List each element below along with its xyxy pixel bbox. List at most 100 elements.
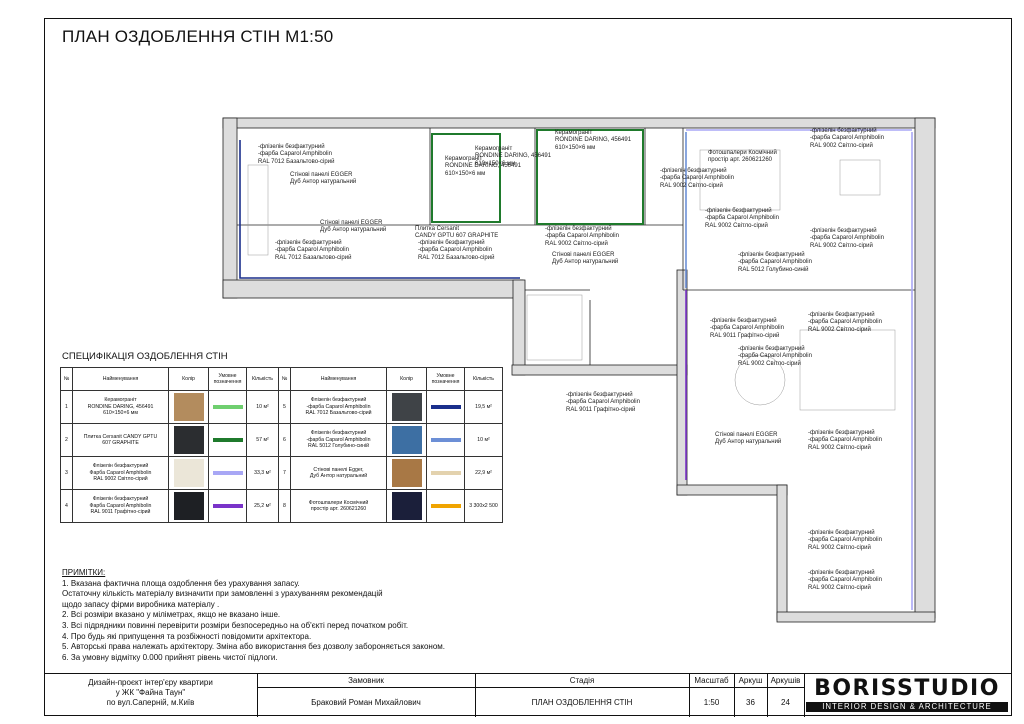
studio-logo: BORISSTUDIO INTERIOR DESIGN & ARCHITECTU…: [804, 676, 1010, 715]
plan-label: -флізелін безфактурний-фарба Caparol Amp…: [738, 346, 812, 368]
plan-label: -флізелін безфактурний-фарба Caparol Amp…: [808, 530, 882, 552]
plan-label-line: -флізелін безфактурний: [808, 570, 875, 576]
plan-label-line: Стінові панелі EGGER: [320, 220, 383, 226]
spec-name: Плитка Cersanit CANDY GPTU 607 GRAPHITE: [72, 423, 169, 457]
spec-color: [168, 456, 209, 490]
plan-label-line: Стінові панелі EGGER: [552, 252, 615, 258]
plan-label-line: RAL 7012 Базальтово-сірий: [258, 158, 335, 165]
color-swatch: [173, 492, 204, 520]
header-name: Найменування: [290, 367, 387, 391]
stage-label: Стадія: [569, 676, 595, 685]
plan-label-line: -флізелін безфактурний: [545, 226, 612, 232]
plan-label-line: -фарба Caparol Amphibolin: [738, 353, 812, 360]
plan-label: -флізелін безфактурний-фарба Caparol Amp…: [545, 226, 619, 248]
project-name: Дизайн-проєкт інтер'єру квартири у ЖК "Ф…: [88, 678, 213, 707]
plan-label-line: RAL 9002 Світло-сірий: [808, 584, 871, 591]
legend-line: [430, 504, 461, 508]
plan-label-line: -флізелін безфактурний: [808, 430, 875, 436]
customer-label: Замовник: [348, 676, 384, 685]
color-swatch: [173, 426, 204, 454]
plan-label-line: 610×150×6 мм: [475, 160, 516, 167]
plan-label-line: -флізелін безфактурний: [738, 252, 805, 258]
plan-label-line: Стінові панелі EGGER: [715, 432, 778, 438]
notes-heading: ПРИМІТКИ:: [62, 568, 106, 577]
spec-name: Флізелін безфактурний Фарба Caparol Amph…: [72, 489, 169, 523]
header-no: №: [60, 367, 73, 391]
plan-label-line: CANDY GPTU 607 GRAPHITE: [415, 233, 499, 240]
spec-no: 1: [60, 390, 73, 424]
spec-legend: [208, 390, 247, 424]
plan-label-line: RAL 5012 Голубино-синій: [738, 266, 809, 273]
color-swatch: [173, 393, 204, 421]
spec-no: 7: [278, 456, 291, 490]
plan-label-line: -флізелін безфактурний: [660, 168, 727, 174]
plan-label-line: RAL 9002 Світло-сірий: [808, 444, 871, 451]
legend-line: [430, 438, 461, 442]
plan-label: -флізелін безфактурний-фарба Caparol Amp…: [566, 392, 640, 414]
plan-label-line: 610×150×6 мм: [555, 144, 596, 151]
plan-label-line: RAL 9002 Світло-сірий: [545, 240, 608, 247]
plan-label-line: RONDINE DARING, 456491: [445, 163, 522, 170]
spec-legend: [208, 423, 247, 457]
plan-label-line: Фотошпалери Космічний: [708, 150, 777, 156]
note-line: Остаточну кількість матеріалу визначити …: [62, 589, 383, 599]
plan-label: -флізелін безфактурний-фарба Caparol Amp…: [738, 252, 812, 274]
plan-label-line: Керамограніт: [445, 156, 483, 162]
spec-row: 2 Плитка Cersanit CANDY GPTU 607 GRAPHIT…: [60, 423, 503, 457]
title-block: Дизайн-проєкт інтер'єру квартири у ЖК "Ф…: [44, 673, 1012, 717]
stage-value: ПЛАН ОЗДОБЛЕННЯ СТІН: [531, 698, 633, 707]
plan-label-line: -флізелін безфактурний: [810, 228, 877, 234]
spec-row: 4 Флізелін безфактурний Фарба Caparol Am…: [60, 489, 503, 523]
color-swatch: [391, 426, 422, 454]
plan-label-line: -флізелін безфактурний: [808, 312, 875, 318]
plan-label-line: Дуб Антор натуральний: [320, 227, 387, 234]
spec-no: 2: [60, 423, 73, 457]
plan-label-line: RAL 7012 Базальтово-сірий: [275, 254, 352, 261]
legend-line: [212, 405, 243, 409]
header-name: Найменування: [72, 367, 169, 391]
spec-no: 3: [60, 456, 73, 490]
plan-label-line: Дуб Антор натуральний: [715, 439, 782, 446]
note-line: 1. Вказана фактична площа оздоблення без…: [62, 578, 300, 588]
sheet-value: 36: [746, 698, 755, 707]
south-wall-left: [222, 279, 524, 299]
header-color: Колір: [168, 367, 209, 391]
legend-line: [212, 471, 243, 475]
spec-legend: [426, 456, 465, 490]
header-no: №: [278, 367, 291, 391]
plan-label-line: RAL 7012 Базальтово-сірий: [418, 254, 495, 261]
legend-line: [212, 438, 243, 442]
spec-no: 6: [278, 423, 291, 457]
plan-label-line: RAL 9002 Світло-сірий: [808, 544, 871, 551]
note-line: 6. За умовну відмітку 0.000 прийнят ріве…: [62, 652, 278, 662]
plan-label-line: -флізелін безфактурний: [418, 240, 485, 246]
wall-segment: [512, 279, 526, 376]
plan-label: -флізелін безфактурний-фарба Caparol Amp…: [810, 228, 884, 250]
plan-label: -флізелін безфактурний-фарба Caparol Amp…: [808, 570, 882, 592]
legend-line: [212, 504, 243, 508]
west-wall: [222, 117, 238, 299]
spec-qty: 25,2 м²: [246, 489, 279, 523]
spec-legend: [426, 390, 465, 424]
plan-label-line: RAL 9011 Графітно-сірий: [710, 332, 780, 339]
note-line: 5. Авторські права належать архітектору.…: [62, 642, 445, 652]
note-line: 3. Всі підрядники повинні перевірити роз…: [62, 620, 409, 630]
sheet-label: Аркуш: [738, 676, 763, 685]
plan-label-line: RAL 9002 Світло-сірий: [738, 360, 801, 367]
plan-label-line: -флізелін безфактурний: [810, 128, 877, 134]
plan-label-line: -фарба Caparol Amphibolin: [275, 247, 349, 254]
spec-title: СПЕЦИФІКАЦІЯ ОЗДОБЛЕННЯ СТІН: [62, 351, 228, 362]
plan-label-line: -фарба Caparol Amphibolin: [418, 247, 492, 254]
plan-label-line: Дуб Антор натуральний: [552, 259, 619, 266]
plan-label-line: Керамограніт: [475, 146, 513, 152]
plan-label-line: -фарба Caparol Amphibolin: [738, 259, 812, 266]
scale-value: 1:50: [703, 698, 720, 707]
spec-no: 4: [60, 489, 73, 523]
plan-label-line: -фарба Caparol Amphibolin: [258, 151, 332, 158]
notes: ПРИМІТКИ: 1. Вказана фактична площа оздо…: [62, 568, 445, 663]
plan-label: -флізелін безфактурний-фарба Caparol Amp…: [808, 312, 882, 334]
spec-no: 5: [278, 390, 291, 424]
